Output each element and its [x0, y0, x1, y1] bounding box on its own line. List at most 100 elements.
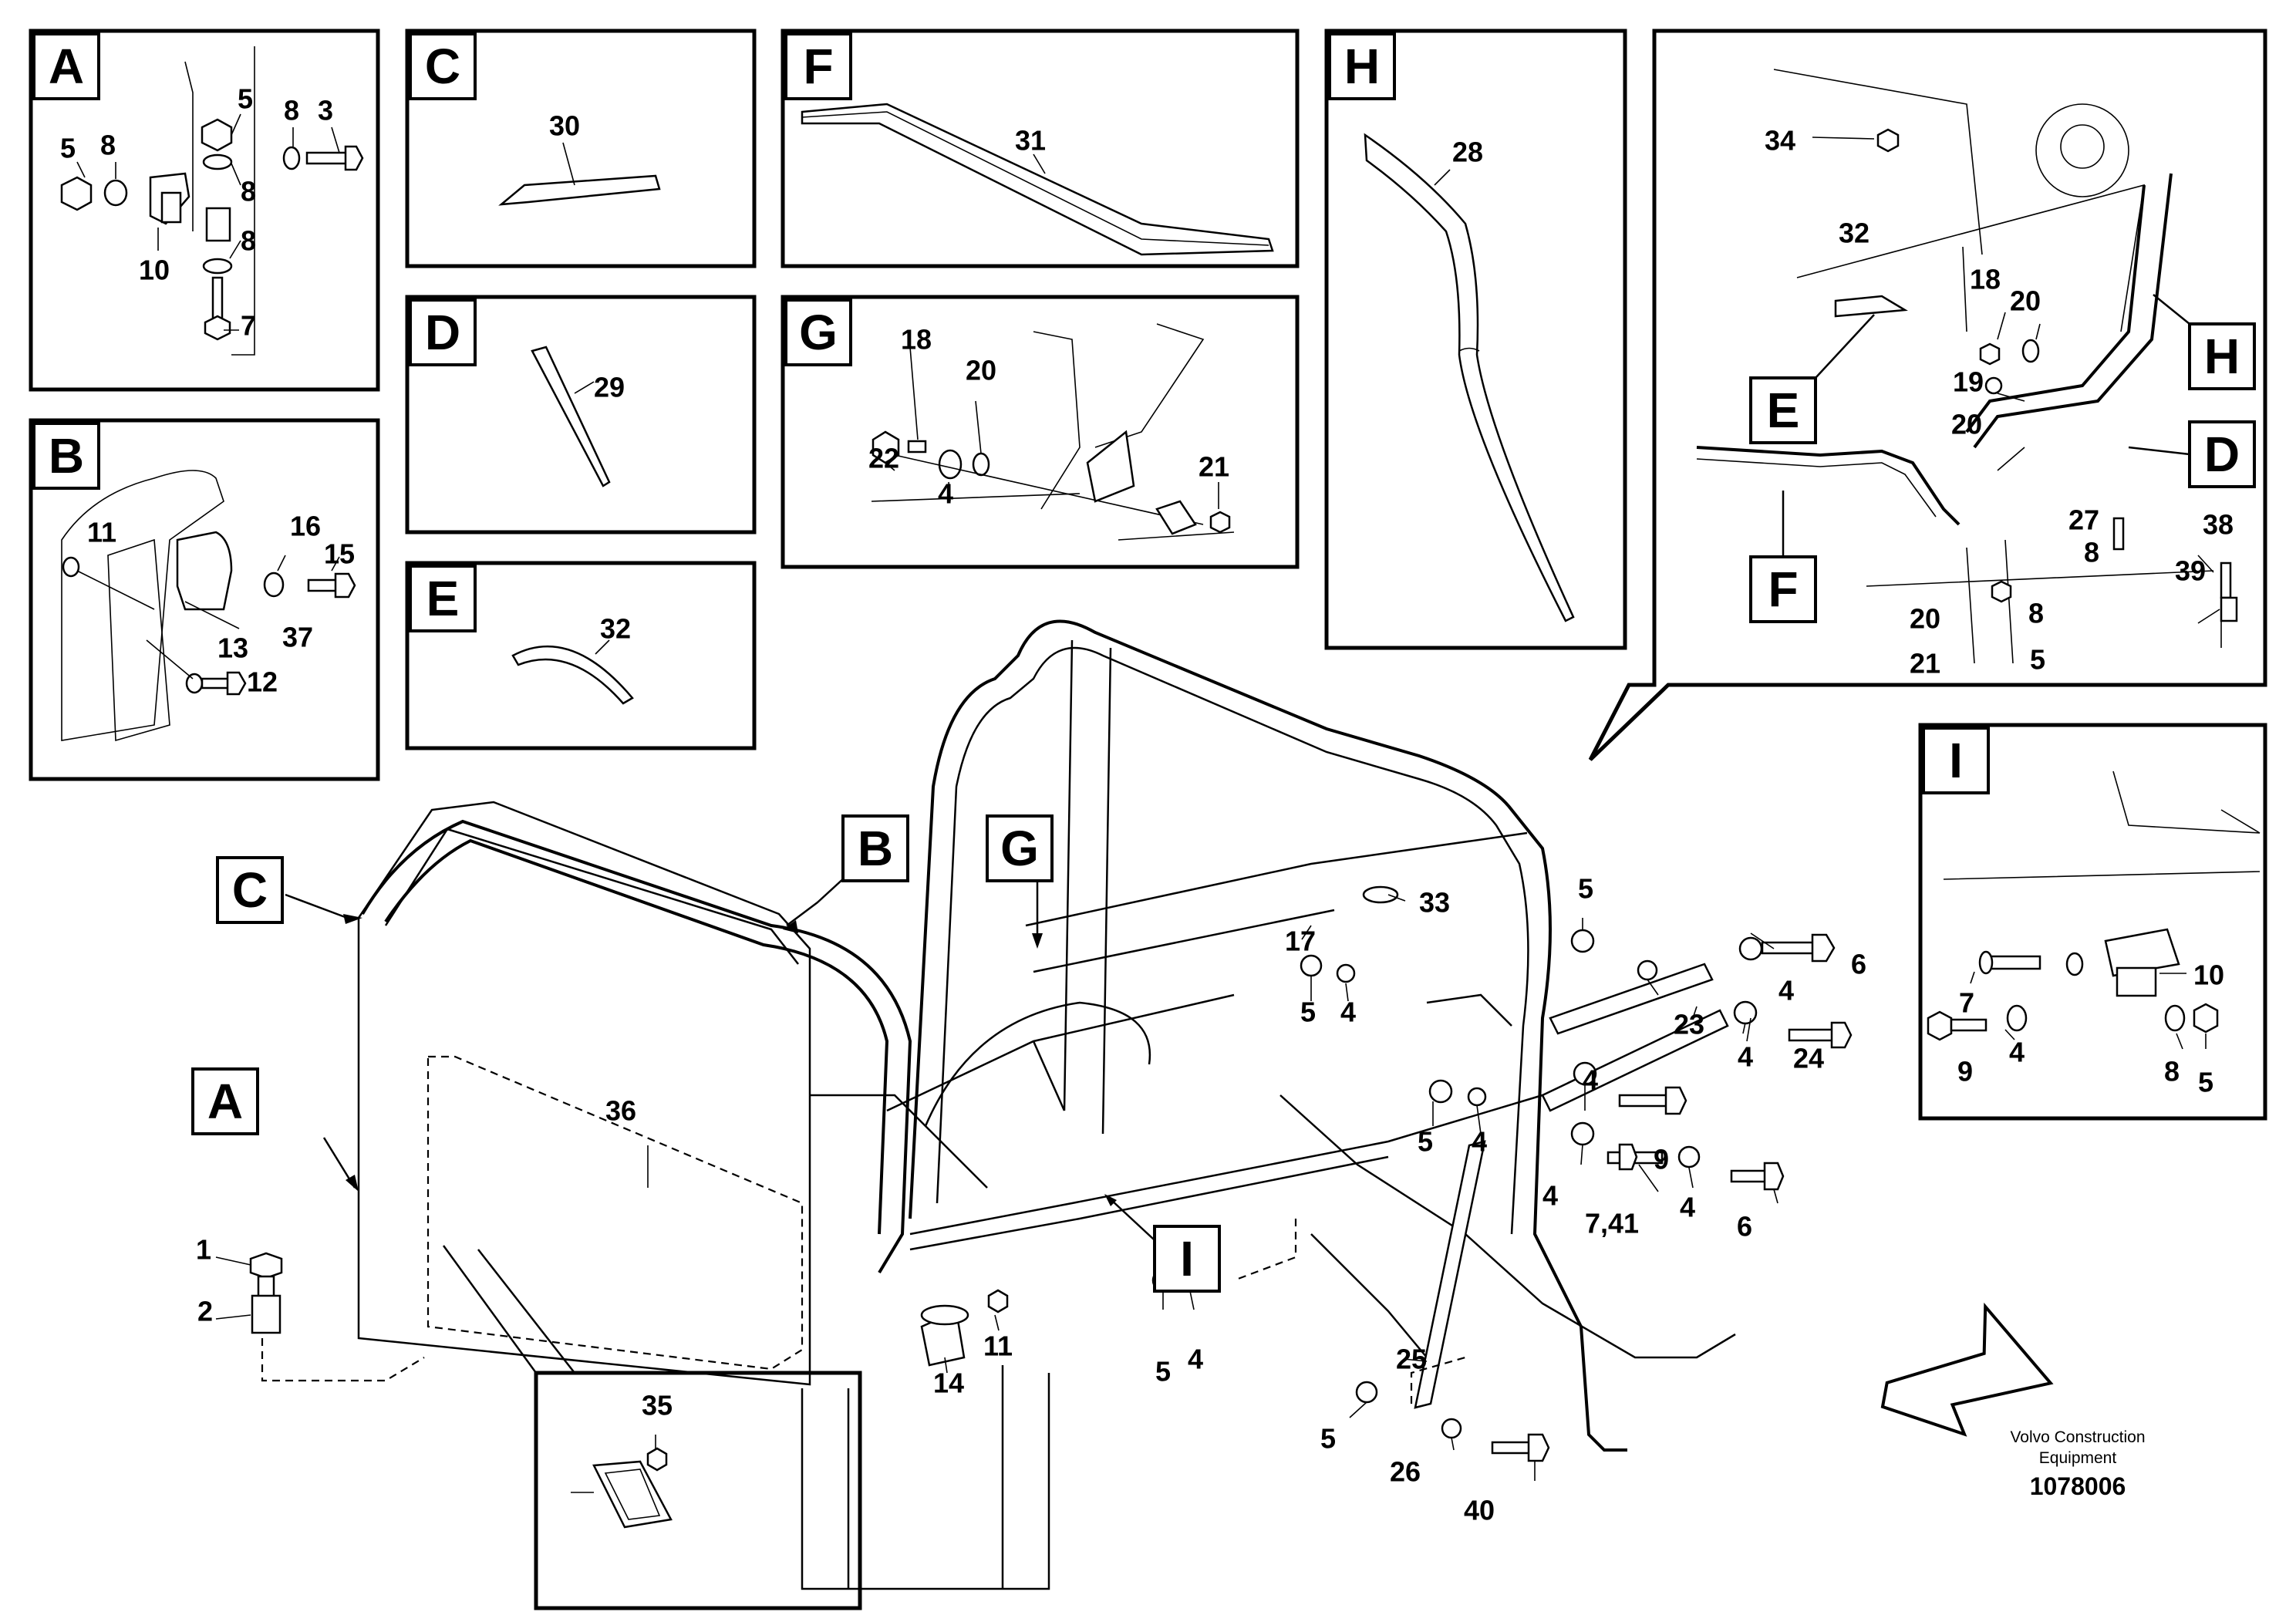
direction-arrow	[1880, 1302, 2054, 1437]
callout-5: 5	[1578, 873, 1593, 905]
callout-4: 4	[938, 478, 953, 510]
tag-c: C	[216, 856, 284, 924]
callout-20: 20	[966, 355, 996, 386]
detail-35-panel: 35	[534, 1371, 862, 1610]
callout-7-41: 7,41	[1585, 1208, 1639, 1239]
svg-text:E: E	[1767, 383, 1800, 438]
callout-4: 4	[2009, 1037, 2025, 1068]
callout-18: 18	[901, 324, 932, 356]
detail-d-panel: D 29	[405, 295, 757, 534]
callout-10: 10	[2193, 959, 2224, 991]
tag-h: H	[1328, 32, 1396, 100]
callout-9: 9	[1654, 1144, 1669, 1175]
brand-line-1: Volvo Construction	[2010, 1428, 2145, 1446]
pointer-d	[2128, 446, 2190, 456]
callout-8: 8	[241, 176, 256, 207]
callout-12: 12	[247, 666, 278, 698]
callout-38: 38	[2203, 509, 2234, 541]
tag-b: B	[841, 814, 909, 882]
callout-35: 35	[642, 1390, 673, 1421]
tag-d: D	[409, 298, 477, 366]
callout-7: 7	[241, 310, 256, 342]
svg-text:B: B	[858, 821, 893, 876]
callout-29: 29	[594, 372, 625, 403]
callout-5: 5	[2198, 1067, 2213, 1098]
tag-f: F	[784, 32, 852, 100]
callout-10: 10	[139, 255, 170, 286]
callout-37: 37	[282, 622, 313, 653]
detail-c-panel: C 30	[405, 29, 757, 268]
callout-13: 13	[217, 632, 248, 664]
callout-8: 8	[284, 95, 299, 126]
callout-21: 21	[1910, 648, 1940, 679]
tag-f: F	[1749, 555, 1817, 623]
callout-4: 4	[1340, 996, 1356, 1028]
callout-5: 5	[60, 133, 76, 164]
pointer-35	[442, 1245, 575, 1374]
callout-5: 5	[1418, 1126, 1433, 1158]
tag-d: D	[2188, 420, 2256, 488]
svg-text:I: I	[1180, 1231, 1194, 1286]
callout-8: 8	[2028, 598, 2044, 629]
callout-36: 36	[605, 1095, 636, 1127]
callout-1: 1	[196, 1234, 211, 1266]
callout-4: 4	[1680, 1192, 1695, 1223]
callout-3: 3	[318, 95, 333, 126]
callout-19: 19	[1953, 366, 1984, 398]
callout-33: 33	[1419, 887, 1450, 919]
tag-a: A	[32, 32, 100, 100]
tag-b: B	[32, 422, 100, 490]
callout-7: 7	[1959, 987, 1974, 1019]
tag-g: G	[986, 814, 1054, 882]
detail-overview-panel: H D E F 34 32 18 20 19 20 27 38 8 39 20 …	[1588, 29, 2267, 761]
callout-20: 20	[1951, 409, 1982, 440]
callout-4: 4	[1542, 1180, 1558, 1212]
detail-b-panel: B 11 16 15 37 13 12	[29, 418, 380, 781]
svg-text:H: H	[1344, 39, 1380, 94]
tag-e: E	[1749, 376, 1817, 444]
svg-text:G: G	[1000, 821, 1039, 876]
callout-34: 34	[1765, 125, 1795, 157]
svg-text:I: I	[1949, 733, 1963, 788]
svg-text:F: F	[803, 39, 833, 94]
callout-20: 20	[1910, 603, 1940, 635]
callout-20: 20	[2010, 285, 2041, 317]
callout-4: 4	[1778, 975, 1794, 1007]
callout-6: 6	[1851, 949, 1866, 980]
callout-5: 5	[238, 83, 253, 115]
callout-5: 5	[2030, 644, 2045, 676]
callout-8: 8	[100, 130, 116, 161]
footer-brand: Volvo Construction Equipment 1078006	[2010, 1428, 2145, 1500]
callout-5: 5	[1300, 996, 1316, 1028]
svg-text:G: G	[799, 305, 838, 360]
svg-text:C: C	[425, 39, 460, 94]
callout-18: 18	[1970, 264, 2001, 295]
detail-g-panel: G 18 20 22 4 21	[781, 295, 1300, 569]
callout-32: 32	[600, 613, 631, 645]
callout-25: 25	[1396, 1344, 1427, 1375]
callout-24: 24	[1793, 1043, 1824, 1074]
detail-i-panel: I 7 10 9 4 8 5	[1918, 723, 2267, 1121]
tag-h: H	[2188, 322, 2256, 390]
callout-6: 6	[1737, 1211, 1752, 1243]
tag-i: I	[1153, 1225, 1221, 1293]
detail-a-panel: A 5 5 8 8 3 8 8 10 7	[29, 29, 380, 392]
callout-21: 21	[1199, 451, 1229, 483]
svg-text:E: E	[426, 571, 460, 626]
callout-39: 39	[2175, 555, 2206, 587]
svg-text:A: A	[49, 39, 84, 94]
callout-4: 4	[1188, 1344, 1203, 1375]
pointer-e	[1815, 314, 1875, 379]
callout-32: 32	[1839, 218, 1870, 249]
main-assembly: C B G A I 36 1 2 14 11 5 4 17 33 5 4 6 4	[191, 619, 2054, 1590]
callout-8: 8	[2164, 1056, 2180, 1088]
callout-28: 28	[1452, 137, 1483, 168]
callout-30: 30	[549, 110, 580, 142]
tag-g: G	[784, 298, 852, 366]
detail-f-panel: F 31	[781, 29, 1300, 268]
callout-26: 26	[1390, 1456, 1421, 1488]
tag-c: C	[409, 32, 477, 100]
svg-text:F: F	[1768, 561, 1798, 617]
tag-a: A	[191, 1067, 259, 1135]
